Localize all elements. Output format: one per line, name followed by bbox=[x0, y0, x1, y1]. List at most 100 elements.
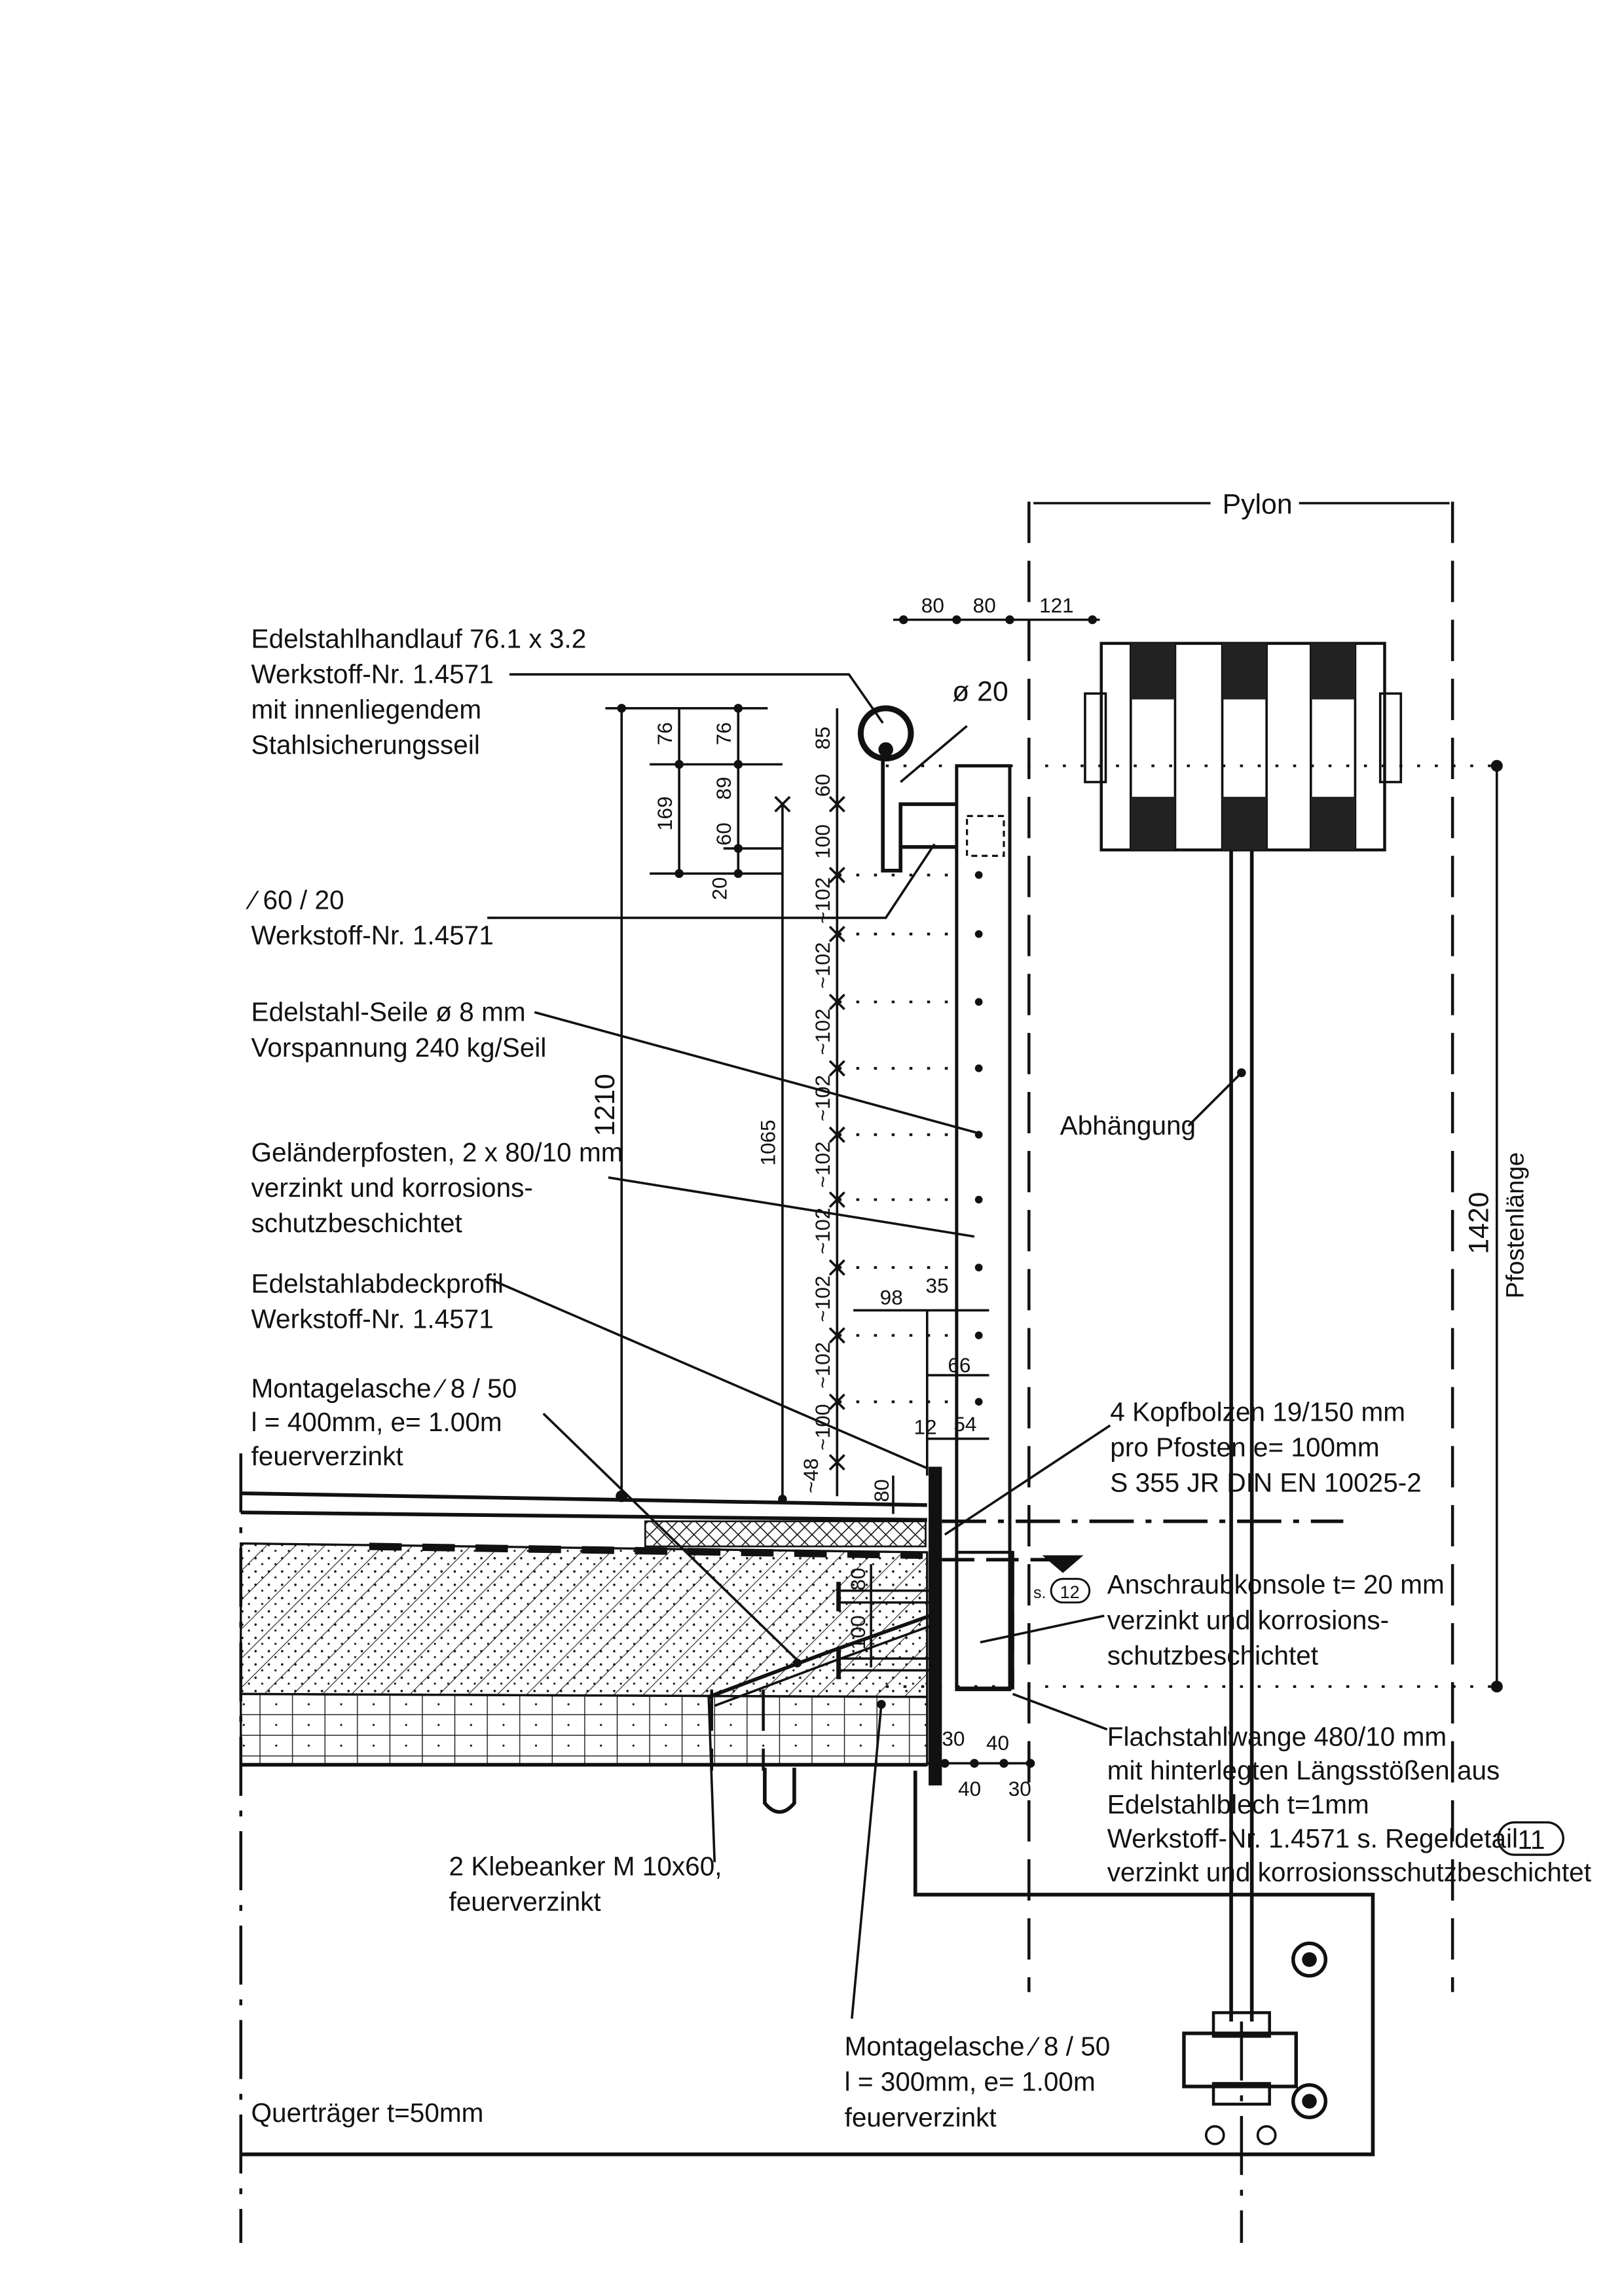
svg-text:2 Klebeanker M 10x60,: 2 Klebeanker M 10x60, bbox=[449, 1851, 722, 1882]
dim-66: 66 bbox=[948, 1353, 970, 1377]
walkway-surface bbox=[240, 1491, 927, 1522]
dim-80-vertical: 80 bbox=[870, 1479, 893, 1502]
svg-text:feuerverzinkt: feuerverzinkt bbox=[845, 2102, 997, 2132]
rope-spacing-1: ~102 bbox=[811, 877, 834, 924]
dim-169: 169 bbox=[653, 796, 676, 831]
dim-bottom-30b: 30 bbox=[1008, 1777, 1031, 1800]
pfostenlaenge-label: Pfostenlänge bbox=[1501, 1152, 1529, 1299]
console-annotation: Anschraubkonsole t= 20 mm verzinkt und k… bbox=[1107, 1569, 1445, 1670]
dim-60b: 60 bbox=[811, 774, 834, 797]
rope-spacing-6: ~102 bbox=[811, 1208, 834, 1254]
dim-top-80a: 80 bbox=[921, 593, 944, 617]
handrail-annotation: Edelstahlhandlauf 76.1 x 3.2 Werkstoff-N… bbox=[251, 623, 587, 759]
dim-top-80b: 80 bbox=[973, 593, 996, 617]
ref-12-box bbox=[1050, 1578, 1091, 1604]
handrail-flat-bar bbox=[881, 752, 957, 873]
cross-beam-label: Querträger t=50mm bbox=[251, 2098, 484, 2128]
dim-bottom-30a: 30 bbox=[942, 1726, 965, 1750]
svg-text:Flachstahlwange 480/10 mm: Flachstahlwange 480/10 mm bbox=[1107, 1721, 1447, 1751]
mounting-strap bbox=[708, 1614, 931, 1699]
dim-76a: 76 bbox=[653, 722, 676, 745]
leader-lines bbox=[487, 673, 1243, 2019]
dim-98: 98 bbox=[880, 1285, 903, 1309]
mounting-strap-2-annotation: Montagelasche ∕ 8 / 50 l = 300mm, e= 1.0… bbox=[845, 2032, 1111, 2132]
ref-11-number: 11 bbox=[1517, 1825, 1545, 1855]
svg-text:Stahlsicherungsseil: Stahlsicherungsseil bbox=[251, 730, 480, 760]
svg-text:Werkstoff-Nr. 1.4571: Werkstoff-Nr. 1.4571 bbox=[251, 920, 494, 950]
svg-text:mit innenliegendem: mit innenliegendem bbox=[251, 695, 482, 725]
dim-1065: 1065 bbox=[756, 1120, 780, 1165]
glue-anchor-annotation: 2 Klebeanker M 10x60, feuerverzinkt bbox=[449, 1851, 722, 1917]
cover-profile-annotation: Edelstahlabdeckprofil Werkstoff-Nr. 1.45… bbox=[251, 1268, 504, 1334]
svg-text:Edelstahlabdeckprofil: Edelstahlabdeckprofil bbox=[251, 1268, 504, 1298]
hanger-connection bbox=[1182, 1941, 1328, 2145]
svg-text:Vorspannung 240 kg/Seil: Vorspannung 240 kg/Seil bbox=[251, 1032, 547, 1063]
rope-spacing-8: ~102 bbox=[811, 1342, 834, 1389]
weld-symbol bbox=[1042, 1555, 1084, 1573]
svg-text:l = 300mm, e= 1.00m: l = 300mm, e= 1.00m bbox=[845, 2067, 1096, 2097]
head-bolts-annotation: 4 Kopfbolzen 19/150 mm pro Pfosten e= 10… bbox=[1110, 1396, 1422, 1497]
ropes-annotation: Edelstahl-Seile ø 8 mm Vorspannung 240 k… bbox=[251, 997, 547, 1063]
dim-100c-vertical: 100 bbox=[846, 1615, 870, 1650]
dim-35: 35 bbox=[926, 1273, 949, 1297]
pylon-section bbox=[1084, 642, 1403, 852]
svg-text:∕ 60 / 20: ∕ 60 / 20 bbox=[246, 884, 344, 915]
dim-60a: 60 bbox=[712, 822, 735, 845]
dim-1210: 1210 bbox=[589, 1074, 621, 1136]
handrail-core bbox=[878, 742, 893, 757]
rope-spacing-2: ~102 bbox=[811, 942, 834, 989]
svg-text:Montagelasche ∕ 8 / 50: Montagelasche ∕ 8 / 50 bbox=[251, 1373, 517, 1403]
svg-text:verzinkt und korrosionsschutzb: verzinkt und korrosionsschutzbeschichtet bbox=[1107, 1857, 1591, 1887]
svg-text:verzinkt und korrosions-: verzinkt und korrosions- bbox=[1107, 1605, 1389, 1635]
svg-text:l = 400mm, e= 1.00m: l = 400mm, e= 1.00m bbox=[251, 1407, 502, 1437]
dimension-lines bbox=[605, 618, 1498, 1765]
handrail-tube bbox=[857, 705, 914, 761]
svg-text:S 355 JR DIN EN 10025-2: S 355 JR DIN EN 10025-2 bbox=[1110, 1468, 1422, 1498]
svg-text:Anschraubkonsole t= 20 mm: Anschraubkonsole t= 20 mm bbox=[1107, 1569, 1445, 1599]
svg-text:Werkstoff-Nr. 1.4571: Werkstoff-Nr. 1.4571 bbox=[251, 659, 494, 689]
rope-points bbox=[974, 871, 983, 1406]
flat-bar-annotation: ∕ 60 / 20 Werkstoff-Nr. 1.4571 bbox=[246, 884, 494, 950]
anchor-bolt-hook bbox=[763, 1768, 796, 1814]
side-plate-annotation: Flachstahlwange 480/10 mm mit hinterlegt… bbox=[1107, 1721, 1591, 1887]
dim-76b: 76 bbox=[712, 722, 735, 745]
svg-text:mit hinterlegten Längsstößen a: mit hinterlegten Längsstößen aus bbox=[1107, 1755, 1500, 1785]
waterproofing-layer bbox=[369, 1542, 923, 1559]
rope-spacing-7: ~102 bbox=[811, 1275, 834, 1322]
dim-89: 89 bbox=[712, 776, 735, 799]
concrete-slab-dots bbox=[240, 1543, 927, 1697]
rope-spacing-3: ~102 bbox=[811, 1008, 834, 1055]
svg-text:feuerverzinkt: feuerverzinkt bbox=[251, 1441, 403, 1471]
dim-1420: 1420 bbox=[1463, 1192, 1494, 1254]
cross-beam-outline bbox=[240, 1770, 1375, 2157]
dim-12: 12 bbox=[914, 1415, 937, 1439]
dim-bottom-40a: 40 bbox=[986, 1731, 1009, 1755]
dim-20: 20 bbox=[707, 877, 731, 900]
svg-text:feuerverzinkt: feuerverzinkt bbox=[449, 1887, 601, 1917]
svg-text:Edelstahlhandlauf 76.1 x 3.2: Edelstahlhandlauf 76.1 x 3.2 bbox=[251, 623, 587, 653]
svg-text:Geländerpfosten, 2 x 80/10 mm: Geländerpfosten, 2 x 80/10 mm bbox=[251, 1137, 623, 1167]
flat-steel-side-plate bbox=[929, 1467, 942, 1786]
svg-text:4 Kopfbolzen 19/150 mm: 4 Kopfbolzen 19/150 mm bbox=[1110, 1396, 1405, 1427]
rope-spacing-48: ~48 bbox=[799, 1458, 822, 1493]
svg-text:Werkstoff-Nr. 1.4571 s. Regeld: Werkstoff-Nr. 1.4571 s. Regeldetail bbox=[1107, 1823, 1518, 1853]
dim-bottom-40b: 40 bbox=[958, 1777, 981, 1800]
ref-12-prefix: s. bbox=[1033, 1584, 1046, 1602]
svg-text:Werkstoff-Nr. 1.4571: Werkstoff-Nr. 1.4571 bbox=[251, 1303, 494, 1334]
ref-11-box bbox=[1497, 1821, 1564, 1856]
rope-spacing-5: ~102 bbox=[811, 1141, 834, 1188]
svg-text:Edelstahl-Seile ø 8 mm: Edelstahl-Seile ø 8 mm bbox=[251, 997, 526, 1027]
mounting-strap-1-annotation: Montagelasche ∕ 8 / 50 l = 400mm, e= 1.0… bbox=[251, 1373, 517, 1471]
railing-post bbox=[955, 764, 1012, 1692]
bottom-plate bbox=[240, 1692, 929, 1766]
walkway-insulation bbox=[644, 1520, 927, 1548]
mounting-strap-inner bbox=[714, 1625, 931, 1707]
dim-54: 54 bbox=[953, 1412, 976, 1436]
svg-text:verzinkt und korrosions-: verzinkt und korrosions- bbox=[251, 1173, 533, 1203]
pylon-label: Pylon bbox=[1223, 488, 1293, 520]
bolted-console bbox=[955, 1550, 1014, 1690]
hanger-label: Abhängung bbox=[1060, 1110, 1196, 1140]
post-annotation: Geländerpfosten, 2 x 80/10 mm verzinkt u… bbox=[251, 1137, 623, 1238]
dim-100a: 100 bbox=[811, 824, 834, 859]
